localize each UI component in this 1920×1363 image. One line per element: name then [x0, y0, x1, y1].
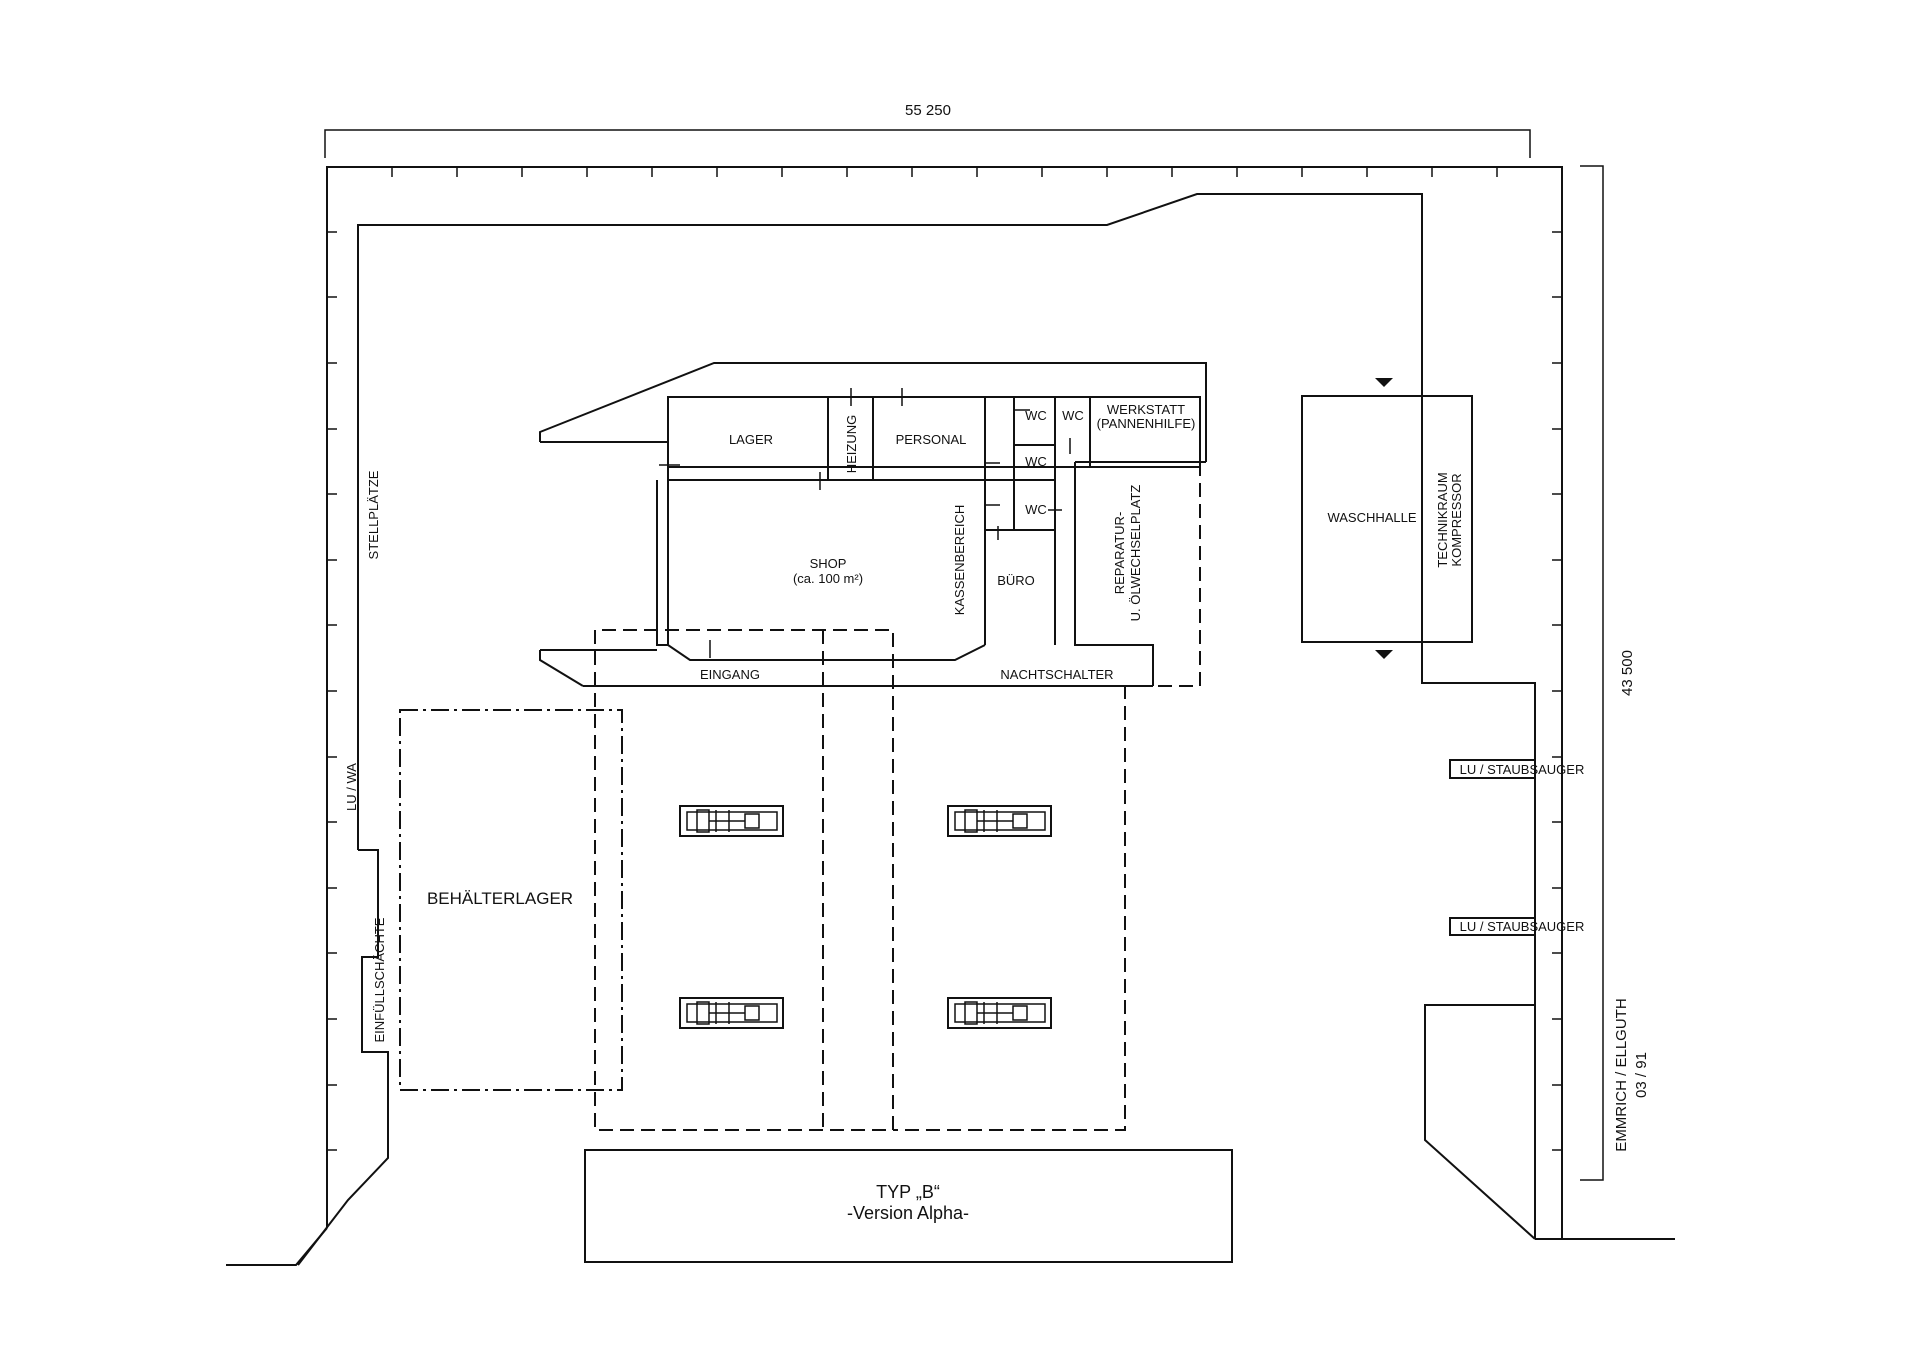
room-reparatur-line2: U. ÖLWECHSELPLATZ — [1128, 485, 1143, 622]
label-lu-wa: LU / WA — [344, 763, 359, 811]
boundary-ticks-top — [391, 167, 1498, 177]
room-wc: WC — [1025, 454, 1047, 469]
label-lu-staubsauger: LU / STAUBSAUGER — [1460, 919, 1585, 934]
width-dimension-label: 55 250 — [905, 102, 951, 119]
boundary-ticks-left — [327, 231, 337, 1151]
height-dimension: 43 500 — [1580, 165, 1636, 1181]
title-block — [584, 1149, 1233, 1263]
label-lu-staubsauger: LU / STAUBSAUGER — [1460, 762, 1585, 777]
width-dimension: 55 250 — [324, 102, 1531, 158]
fuel-dispenser — [947, 805, 1052, 837]
exit-arrow-icon — [1375, 650, 1393, 659]
room-shop-line2: (ca. 100 m²) — [793, 571, 863, 586]
label-waschhalle: WASCHHALLE — [1327, 510, 1416, 525]
boundary-ticks-right — [1552, 231, 1562, 1151]
room-wc: WC — [1025, 408, 1047, 423]
label-stellplaetze: STELLPLÄTZE — [366, 470, 381, 559]
room-kassenbereich: KASSENBEREICH — [952, 505, 967, 616]
property-boundary — [226, 166, 1675, 1266]
fuel-dispenser — [679, 805, 784, 837]
room-shop-line1: SHOP — [810, 556, 847, 571]
plan-subtitle: -Version Alpha- — [847, 1203, 969, 1223]
plan-author: EMMRICH / ELLGUTH — [1613, 998, 1630, 1151]
room-lager: LAGER — [729, 432, 773, 447]
plan-date: 03 / 91 — [1633, 1052, 1650, 1098]
room-wc: WC — [1062, 408, 1084, 423]
behaelterlager-zone — [399, 709, 623, 1091]
label-technikraum-line2: KOMPRESSOR — [1449, 473, 1464, 566]
inner-curb-right — [1424, 683, 1536, 1240]
plan-title: TYP „B“ — [876, 1182, 940, 1202]
label-behaelterlager: BEHÄLTERLAGER — [427, 889, 573, 908]
room-buero: BÜRO — [997, 573, 1035, 588]
room-reparatur-line1: REPARATUR- — [1112, 512, 1127, 595]
waschhalle — [1301, 378, 1473, 659]
room-heizung: HEIZUNG — [844, 415, 859, 474]
building — [539, 362, 1207, 687]
label-eingang: EINGANG — [700, 667, 760, 682]
room-werkstatt-line1: WERKSTATT — [1107, 402, 1185, 417]
label-nachtschalter: NACHTSCHALTER — [1000, 667, 1113, 682]
fuel-dispenser — [947, 997, 1052, 1029]
room-werkstatt-line2: (PANNENHILFE) — [1097, 416, 1196, 431]
room-personal: PERSONAL — [896, 432, 967, 447]
room-wc: WC — [1025, 502, 1047, 517]
fuel-canopy — [594, 629, 1126, 1131]
label-technikraum-line1: TECHNIKRAUM — [1435, 472, 1450, 567]
fuel-dispenser — [679, 997, 784, 1029]
entry-arrow-icon — [1375, 378, 1393, 387]
height-dimension-label: 43 500 — [1619, 650, 1636, 696]
label-einfuellschaechte: EINFÜLLSCHÄCHTE — [372, 917, 387, 1042]
inner-curb-left — [297, 193, 1536, 1266]
